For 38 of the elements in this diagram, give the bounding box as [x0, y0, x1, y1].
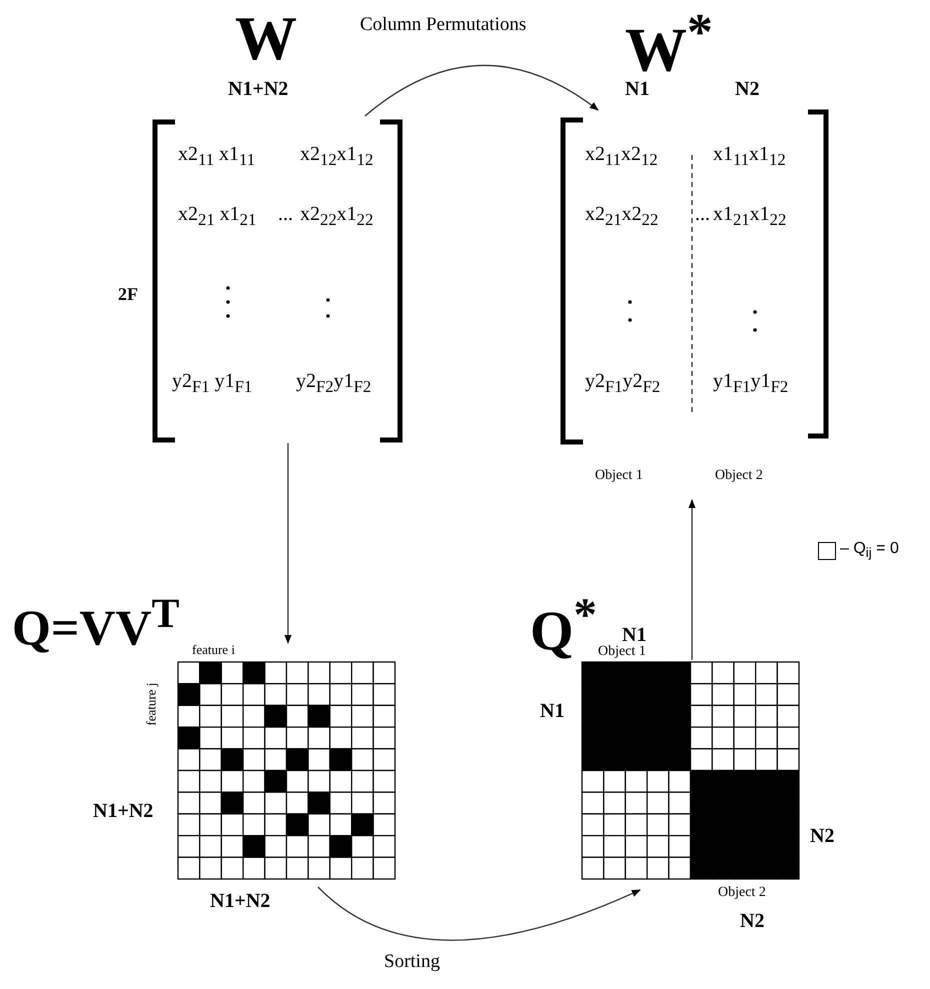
- axis-label: feature i: [192, 643, 235, 658]
- matrix-entry: y2$_{F1}$y2$_{F2}$: [585, 370, 660, 396]
- matrix-entry: x2$_{21}$ x1$_{21}$: [178, 203, 256, 230]
- object-label: Object 2: [715, 468, 763, 484]
- matrix-entry: x2$_{11}$x2$_{12}$: [585, 143, 658, 170]
- axis-label: feature j: [144, 682, 159, 726]
- matrix-entry: y1$_{F1}$y1$_{F2}$: [713, 370, 788, 396]
- matrix-entry: x2$_{11}$ x1$_{11}$: [178, 143, 256, 170]
- matrix-entry: x1$_{11}$x1$_{12}$: [713, 143, 786, 170]
- matrix-entry: y2$_{F2}$y1$_{F2}$: [296, 370, 372, 396]
- arrow: [284, 443, 292, 644]
- matrix-entry: x1$_{21}$x1$_{22}$: [713, 203, 786, 230]
- arrow: [318, 886, 641, 941]
- arrow: [364, 64, 599, 117]
- dimension-label: N2: [740, 910, 764, 932]
- dimension-label: N2: [810, 825, 834, 847]
- object-label: Object 2: [718, 885, 766, 900]
- matrix-entry: x2$_{12}$x1$_{12}$: [300, 143, 374, 170]
- object-label: Object 1: [595, 468, 643, 484]
- edge-label: Sorting: [384, 952, 440, 973]
- dimension-label: N1+N2: [228, 78, 288, 100]
- dimension-label: N1+N2: [93, 800, 154, 822]
- matrix-entry: y2$_{F1}$ y1$_{F1}$: [172, 370, 252, 396]
- dimension-label: N2: [735, 78, 760, 100]
- legend-label: – Q$_{ij}$ = 0: [840, 540, 899, 561]
- ellipsis: ...: [278, 203, 293, 225]
- matrix-title: Q$^{*}$: [530, 590, 597, 664]
- arrow: [688, 499, 696, 660]
- matrix-title: W: [235, 5, 297, 74]
- dimension-label: N1: [622, 624, 646, 646]
- matrix-title: Q=VV$^{T}$: [12, 592, 180, 656]
- matrix-entry: x2$_{22}$x1$_{22}$: [300, 203, 374, 230]
- dimension-label: N1+N2: [210, 890, 270, 912]
- ellipsis: ...: [695, 203, 710, 225]
- matrix-entry: x2$_{21}$x2$_{22}$: [585, 203, 658, 230]
- object-label: Object 1: [598, 644, 646, 660]
- dimension-label: 2F: [118, 285, 138, 305]
- dimension-label: N1: [540, 700, 564, 722]
